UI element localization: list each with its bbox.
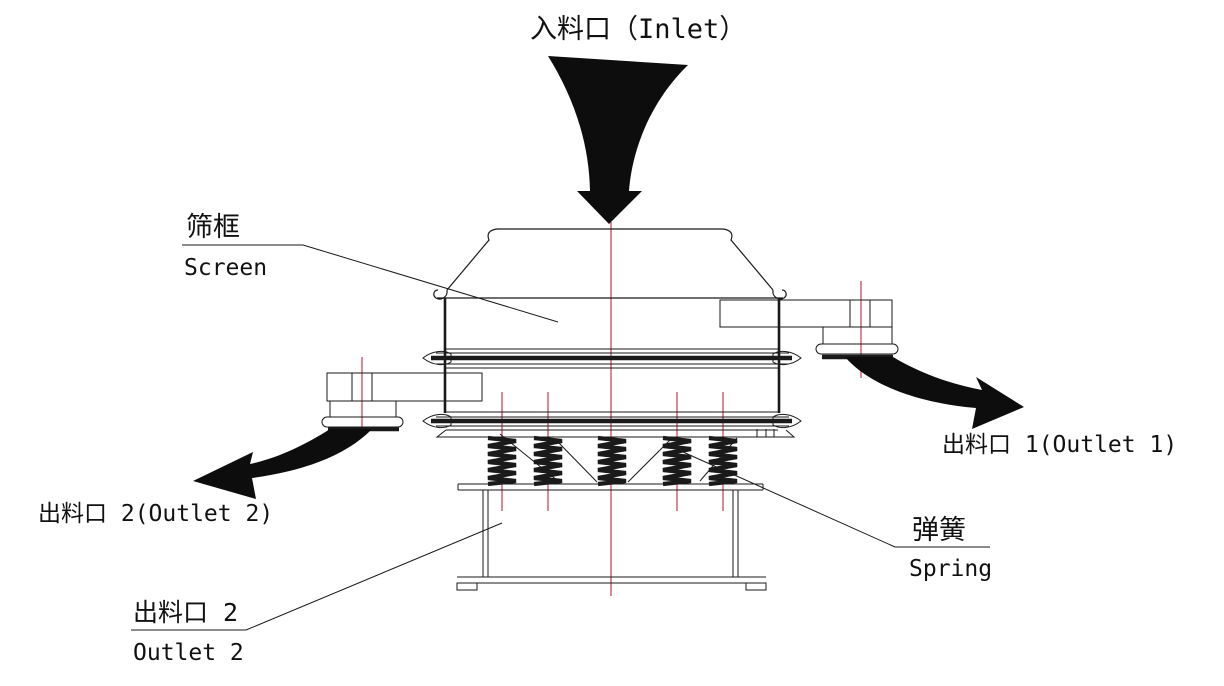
spring-coil	[488, 438, 516, 484]
outlet2-flow-arrow	[193, 429, 372, 499]
spring-label-zh: 弹簧	[912, 515, 966, 546]
base-bottom-plate	[457, 576, 766, 584]
band-end-left	[422, 350, 452, 366]
outlet1-lip	[815, 343, 899, 355]
screen-frame-body	[443, 298, 781, 413]
spring-leader	[682, 451, 896, 548]
clamp-band-lower	[422, 411, 802, 438]
outlet1-flow-arrow	[845, 357, 1024, 429]
machine-lid	[433, 228, 787, 300]
spring-coil	[709, 438, 737, 484]
band-end-right	[772, 350, 802, 366]
spring-bracing	[499, 433, 738, 483]
clamp-band-upper	[422, 348, 802, 369]
springs	[488, 438, 737, 484]
outlet2-lower-label-en: Outlet 2	[133, 640, 244, 666]
bottom-flange	[435, 429, 796, 438]
screen-frame-label-zh: 筛框	[186, 212, 240, 243]
screen-leader	[302, 244, 559, 323]
leader-lines	[131, 244, 990, 631]
base-column-right	[732, 490, 739, 577]
band-end-left	[422, 413, 452, 429]
outlet2-label: 出料口 2(Outlet 2)	[38, 501, 273, 527]
base-foot-left	[456, 582, 478, 591]
spring-coil	[598, 438, 626, 484]
inlet-label: 入料口（Inlet）	[530, 14, 746, 45]
screen-frame-label-en: Screen	[184, 255, 267, 281]
base-column-left	[482, 490, 489, 577]
base-stand	[456, 483, 767, 591]
spring-coil	[534, 438, 562, 484]
outlet1-label: 出料口 1(Outlet 1)	[942, 432, 1177, 458]
centerlines	[361, 222, 862, 596]
labels: 入料口（Inlet） 筛框 Screen 出料口 1(Outlet 1) 弹簧 …	[38, 14, 1177, 666]
spring-coil	[663, 438, 691, 484]
inlet-flow-arrow	[548, 56, 688, 224]
outlet2-lower-leader	[245, 522, 503, 631]
outlet1-spout	[719, 299, 899, 360]
outlet2-lower-label-zh: 出料口 2	[133, 598, 238, 627]
base-foot-right	[745, 582, 767, 591]
spring-label-en: Spring	[909, 556, 992, 582]
band-end-right	[772, 413, 802, 429]
base-top-plate	[457, 483, 764, 491]
